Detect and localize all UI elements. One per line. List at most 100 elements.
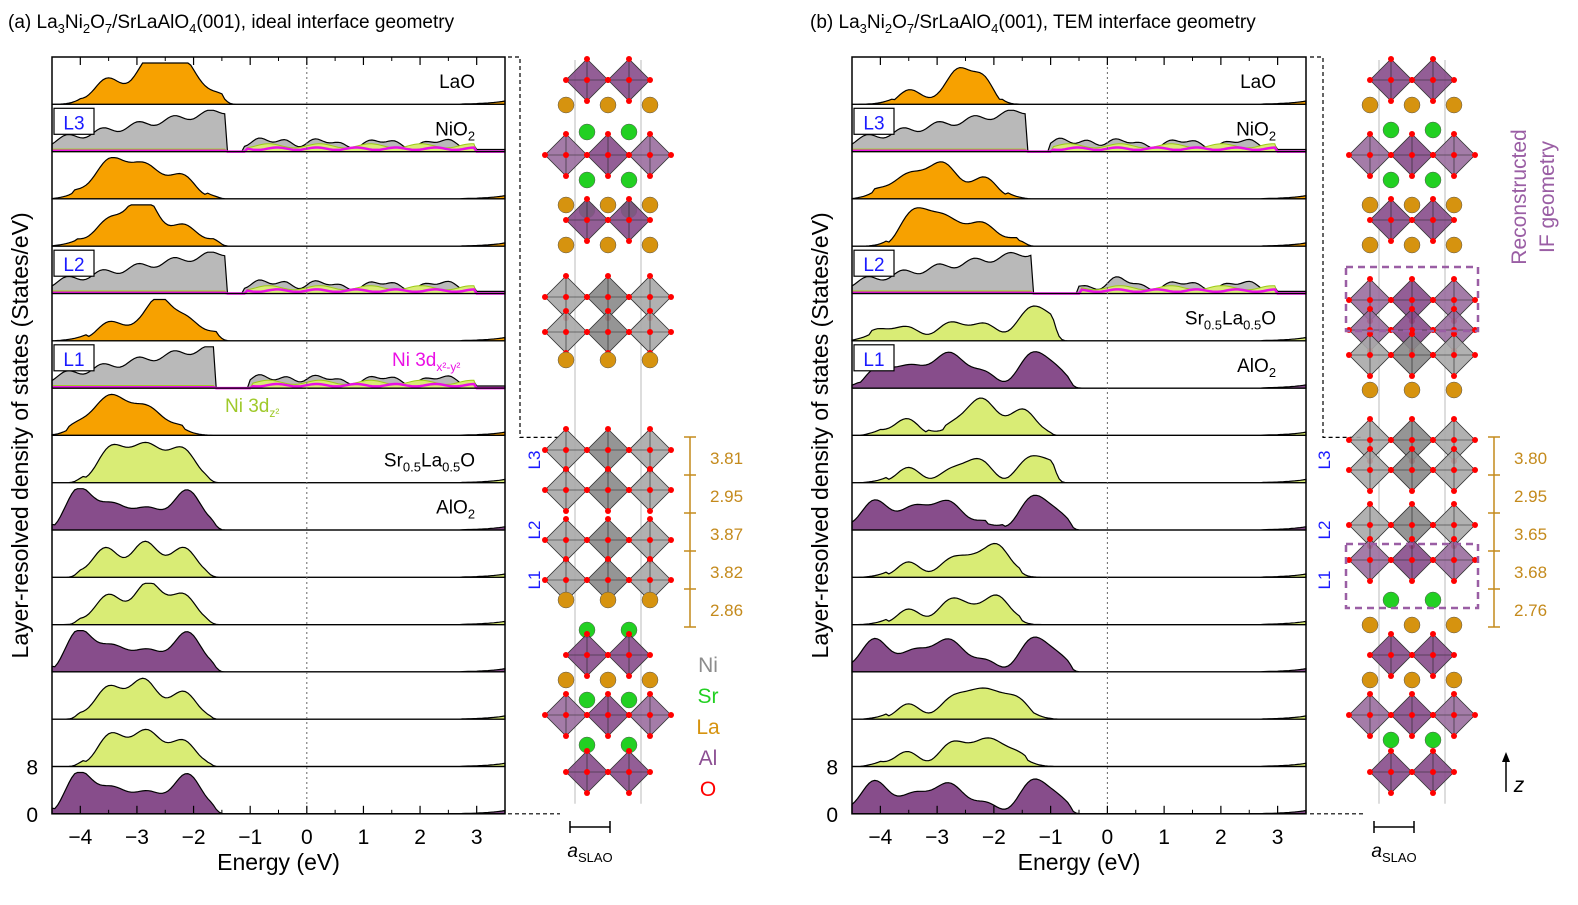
dos-row-13	[851, 636, 1307, 673]
oxygen-atom	[1430, 467, 1436, 473]
la-atom	[1445, 671, 1463, 689]
oxygen-atom	[1367, 297, 1373, 303]
scale-bar-label: aSLAO	[1371, 841, 1416, 865]
oxygen-atom	[1451, 536, 1457, 542]
distance-value: 2.76	[1514, 601, 1547, 620]
sr-atom	[1424, 121, 1442, 139]
distance-value: 2.86	[710, 601, 743, 620]
alo-octahedron	[1388, 131, 1436, 179]
title-subscript: 4	[189, 21, 196, 36]
oxygen-atom	[1367, 352, 1373, 358]
oxygen-atom	[668, 487, 674, 493]
oxygen-atom	[1388, 238, 1394, 244]
x-tick-label: 3	[1272, 826, 1284, 849]
label-main: NiO	[435, 119, 468, 140]
la-atom	[599, 351, 617, 369]
oxygen-atom	[1451, 578, 1457, 584]
oxygen-atom	[1367, 467, 1373, 473]
layer-label-srlao: Sr0.5La0.5O	[1185, 309, 1276, 333]
oxygen-atom	[668, 329, 674, 335]
oxygen-atom	[647, 426, 653, 432]
title-subscript: 3	[860, 21, 867, 36]
label-main: a	[567, 841, 578, 862]
dos-row-6: Sr0.5La0.5O	[851, 305, 1307, 342]
la-atom	[641, 591, 659, 609]
label-sub: 2	[468, 128, 475, 143]
oxygen-atom	[563, 77, 569, 83]
oxygen-atom	[626, 77, 632, 83]
nio-octahedron	[542, 308, 590, 356]
oxygen-atom	[668, 152, 674, 158]
oxygen-atom	[605, 556, 611, 562]
sr-atom	[1424, 171, 1442, 189]
oxygen-atom	[668, 712, 674, 718]
title-part: O	[90, 12, 105, 33]
connector-dashed-top	[1310, 56, 1363, 438]
title-subscript: 2	[83, 21, 90, 36]
oxygen-atom	[1430, 77, 1436, 83]
title-part: O	[892, 12, 907, 33]
panel-b: (b) La3Ni2O7/SrLaAlO4(001), TEM interfac…	[807, 12, 1559, 875]
scale-bar-label: aSLAO	[567, 841, 612, 865]
oxygen-atom	[1472, 557, 1478, 563]
oxygen-atom	[1451, 276, 1457, 282]
alo-octahedron	[605, 631, 653, 679]
dos-row-14	[52, 677, 506, 720]
alo-octahedron	[1388, 536, 1436, 584]
oxygen-atom	[1430, 631, 1436, 637]
ni-total-dos-area	[51, 251, 506, 295]
label-main: a	[1371, 841, 1382, 862]
la-atom	[641, 96, 659, 114]
oxygen-atom	[1367, 488, 1373, 494]
alo-octahedron	[626, 691, 674, 739]
oxygen-atom	[1367, 578, 1373, 584]
legend-element-sr: Sr	[698, 685, 719, 708]
dos-row-10: AlO2	[51, 488, 506, 531]
dos-area-alo2	[51, 630, 506, 673]
ni-total-dos-area	[851, 251, 1307, 295]
oxygen-atom	[1451, 131, 1457, 137]
title-subscript: 7	[907, 21, 914, 36]
oxygen-atom	[584, 294, 590, 300]
oxygen-atom	[605, 131, 611, 137]
oxygen-atom	[1451, 652, 1457, 658]
distance-value: 3.87	[710, 525, 743, 544]
oxygen-atom	[1451, 152, 1457, 158]
dos-row-15	[52, 728, 506, 768]
oxygen-atom	[1367, 152, 1373, 158]
x-tick-label: −1	[238, 826, 262, 849]
oxygen-atom	[1367, 77, 1373, 83]
oxygen-atom	[1346, 467, 1352, 473]
alo-octahedron	[1346, 131, 1394, 179]
dos-row-11	[852, 542, 1307, 578]
oxygen-atom	[1388, 77, 1394, 83]
dos-area-srlao	[852, 687, 1307, 720]
side-tag-l2: L2	[1315, 521, 1334, 540]
la-atom	[599, 591, 617, 609]
y-scale-label-0: 0	[26, 804, 38, 827]
oxygen-atom	[1451, 373, 1457, 379]
oxygen-atom	[1451, 217, 1457, 223]
alo-octahedron	[563, 56, 611, 104]
title-part: /SrLaAlO	[914, 12, 991, 33]
ni-dx2y2-dos-line	[852, 146, 1306, 153]
oxygen-atom	[626, 790, 632, 796]
oxygen-atom	[626, 56, 632, 62]
oxygen-atom	[605, 691, 611, 697]
x-tick-label: −4	[68, 826, 92, 849]
oxygen-atom	[1430, 196, 1436, 202]
alo-octahedron	[1367, 748, 1415, 796]
oxygen-atom	[542, 329, 548, 335]
la-atom	[599, 196, 617, 214]
alo-octahedron	[1367, 56, 1415, 104]
orbital-label-dz2: Ni 3dz²	[225, 396, 279, 420]
x-tick-label: 1	[1158, 826, 1170, 849]
oxygen-atom	[605, 294, 611, 300]
oxygen-atom	[1451, 691, 1457, 697]
oxygen-atom	[1388, 790, 1394, 796]
sr-atom	[578, 691, 596, 709]
oxygen-atom	[1367, 557, 1373, 563]
nio-octahedron	[1346, 446, 1394, 494]
